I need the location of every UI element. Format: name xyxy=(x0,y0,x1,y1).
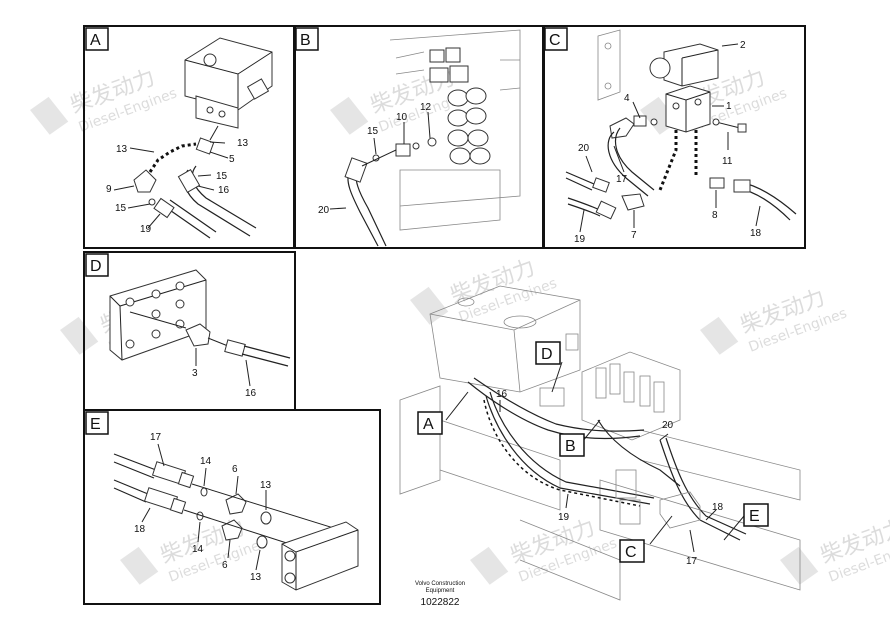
part-label: 18 xyxy=(712,502,724,513)
drawing-credit: Volvo Construction Equipment 1022822 xyxy=(415,581,465,608)
part-label: 14 xyxy=(192,544,204,555)
part-label: 16 xyxy=(245,388,257,399)
svg-text:E: E xyxy=(90,416,101,433)
part-label: 19 xyxy=(558,512,570,523)
part-label: 13 xyxy=(250,572,262,583)
part-label: 14 xyxy=(200,456,212,467)
part-label: 8 xyxy=(712,210,718,221)
svg-text:C: C xyxy=(549,32,561,49)
panel-e-drawing: 17 14 6 13 18 14 6 13 xyxy=(113,432,359,591)
credit-line2: Equipment xyxy=(426,588,455,594)
svg-text:C: C xyxy=(625,544,637,561)
part-label: 13 xyxy=(237,138,249,149)
svg-text:B: B xyxy=(300,32,311,49)
part-label: 12 xyxy=(420,102,432,113)
machine-overview: 16 20 19 18 17 xyxy=(399,285,801,601)
part-label: 16 xyxy=(218,185,230,196)
part-label: 18 xyxy=(750,228,762,239)
part-label: 19 xyxy=(140,224,152,235)
part-label: 15 xyxy=(367,126,379,137)
svg-text:A: A xyxy=(423,416,434,433)
part-label: 17 xyxy=(150,432,162,443)
part-label: 20 xyxy=(662,420,674,431)
part-label: 17 xyxy=(686,556,698,567)
panel-c-tag: C xyxy=(544,27,568,51)
svg-text:D: D xyxy=(90,258,102,275)
part-label: 2 xyxy=(740,40,746,51)
callout-d: D xyxy=(535,341,561,365)
panel-b-frame xyxy=(293,25,545,249)
callout-e: E xyxy=(743,503,769,527)
callout-c: C xyxy=(619,539,645,563)
panel-a-drawing: 13 13 9 5 15 16 15 19 xyxy=(106,37,273,239)
part-label: 13 xyxy=(260,480,272,491)
part-label: 13 xyxy=(116,144,128,155)
part-label: 18 xyxy=(134,524,146,535)
part-label: 6 xyxy=(222,560,228,571)
part-label: 20 xyxy=(578,143,590,154)
panel-b-tag: B xyxy=(295,27,319,51)
part-label: 3 xyxy=(192,368,198,379)
drawing-number: 1022822 xyxy=(421,597,460,608)
part-label: 5 xyxy=(229,154,235,165)
part-label: 10 xyxy=(396,112,408,123)
panel-d-drawing: 3 16 xyxy=(109,269,291,399)
credit-line1: Volvo Construction xyxy=(415,581,465,587)
part-label: 16 xyxy=(496,389,508,400)
callout-b: B xyxy=(559,433,585,457)
part-label: 9 xyxy=(106,184,112,195)
panel-e-tag: E xyxy=(85,411,109,435)
panel-a-tag: A xyxy=(85,27,109,51)
part-label: 6 xyxy=(232,464,238,475)
part-label: 17 xyxy=(616,174,628,185)
part-label: 15 xyxy=(115,203,127,214)
svg-text:A: A xyxy=(90,32,101,49)
part-label: 19 xyxy=(574,234,586,245)
part-label: 7 xyxy=(631,230,637,241)
panel-d-tag: D xyxy=(85,253,109,277)
part-label: 20 xyxy=(318,205,330,216)
svg-text:D: D xyxy=(541,346,553,363)
svg-text:E: E xyxy=(749,508,760,525)
panel-e-frame xyxy=(83,409,381,605)
callout-a: A xyxy=(417,411,443,435)
svg-text:B: B xyxy=(565,438,576,455)
panel-c-frame xyxy=(542,25,806,249)
part-label: 11 xyxy=(722,156,733,167)
part-label: 1 xyxy=(726,101,732,112)
panel-c-drawing: 2 4 1 20 17 11 8 19 7 18 xyxy=(565,29,797,245)
panel-b-drawing: 12 10 15 20 xyxy=(318,29,521,247)
part-label: 4 xyxy=(624,93,630,104)
part-label: 15 xyxy=(216,171,228,182)
